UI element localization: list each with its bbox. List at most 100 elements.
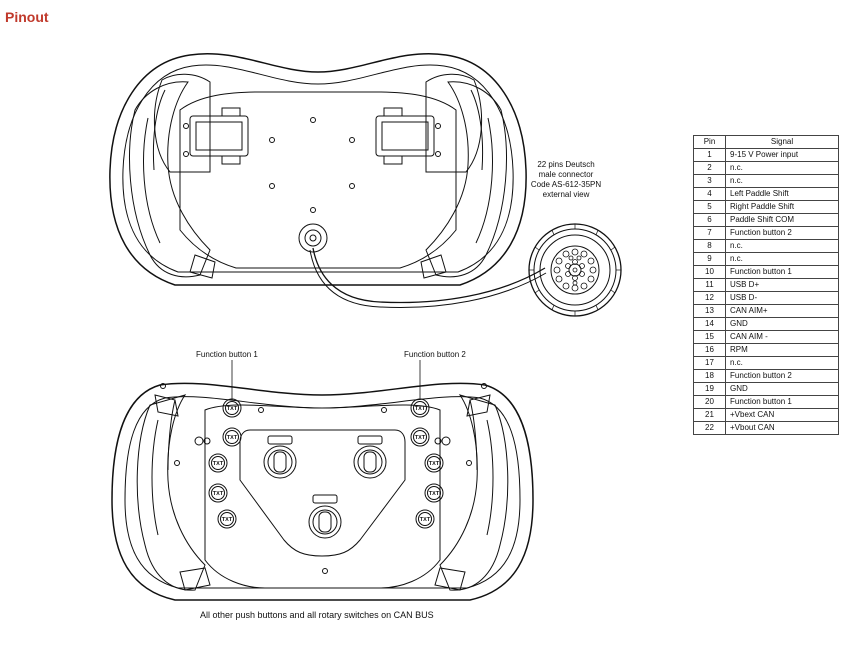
pin-number: 13 (693, 304, 726, 318)
pin-signal: CAN AIM+ (725, 304, 839, 318)
pin-signal: n.c. (725, 239, 839, 253)
pin-number: 18 (693, 369, 726, 383)
page-title: Pinout (5, 9, 49, 25)
connector-note: 22 pins Deutsch male connector Code AS-6… (516, 160, 616, 200)
pin-number: 3 (693, 174, 726, 188)
pin-number: 1 (693, 148, 726, 162)
pin-signal: n.c. (725, 161, 839, 175)
connector-note-line: male connector (538, 170, 594, 179)
pin-number: 7 (693, 226, 726, 240)
wheel-front-view (111, 382, 534, 601)
pin-signal: +Vbout CAN (725, 421, 839, 435)
pin-signal: Right Paddle Shift (725, 200, 839, 214)
pin-number: 12 (693, 291, 726, 305)
pin-number: 21 (693, 408, 726, 422)
table-row: 22+Vbout CAN (693, 421, 839, 435)
txt-label: TXT (415, 406, 426, 412)
pin-signal: n.c. (725, 252, 839, 266)
txt-button-right-3 (424, 453, 444, 473)
pin-number: 8 (693, 239, 726, 253)
pin-signal: GND (725, 382, 839, 396)
pin-number: 10 (693, 265, 726, 279)
pin-number: 15 (693, 330, 726, 344)
pin-number: 4 (693, 187, 726, 201)
txt-label: TXT (213, 461, 224, 467)
txt-label: TXT (429, 461, 440, 467)
pin-number: 9 (693, 252, 726, 266)
pin-number: 22 (693, 421, 726, 435)
pin-number: 14 (693, 317, 726, 331)
pin-signal: Left Paddle Shift (725, 187, 839, 201)
pin-signal: n.c. (725, 356, 839, 370)
txt-label: TXT (213, 491, 224, 497)
pin-number: 2 (693, 161, 726, 175)
pin-number: 11 (693, 278, 726, 292)
pin-signal: Function button 2 (725, 226, 839, 240)
column-header-pin: Pin (693, 135, 726, 149)
txt-button-right-2 (410, 427, 430, 447)
connector-note-line: Code AS-612-35PN (530, 180, 602, 189)
txt-button-left-3 (208, 453, 228, 473)
pin-signal: Paddle Shift COM (725, 213, 839, 227)
pin-signal: GND (725, 317, 839, 331)
pin-signal: Function button 2 (725, 369, 839, 383)
column-header-signal: Signal (725, 135, 839, 149)
pin-number: 19 (693, 382, 726, 396)
txt-button-left-1 (222, 398, 242, 418)
pin-signal: +Vbext CAN (725, 408, 839, 422)
pin-signal: n.c. (725, 174, 839, 188)
txt-button-left-2 (222, 427, 242, 447)
pin-signal: USB D- (725, 291, 839, 305)
txt-label: TXT (227, 435, 238, 441)
table-header-row: Pin Signal (693, 135, 839, 149)
txt-button-right-1 (410, 398, 430, 418)
pin-signal: Function button 1 (725, 265, 839, 279)
pin-number: 16 (693, 343, 726, 357)
function-button-2-label: Function button 2 (404, 350, 466, 359)
txt-button-right-5 (415, 509, 435, 529)
connector-note-line: 22 pins Deutsch (537, 160, 595, 169)
pin-signal: USB D+ (725, 278, 839, 292)
push-buttons (208, 398, 444, 529)
txt-button-right-4 (424, 483, 444, 503)
txt-button-left-5 (217, 509, 237, 529)
function-button-1-label: Function button 1 (196, 350, 258, 359)
txt-label: TXT (429, 491, 440, 497)
txt-label: TXT (420, 517, 431, 523)
pin-number: 17 (693, 356, 726, 370)
pin-signal: RPM (725, 343, 839, 357)
pin-number: 6 (693, 213, 726, 227)
deutsch-connector (528, 223, 622, 317)
txt-label: TXT (415, 435, 426, 441)
pin-number: 5 (693, 200, 726, 214)
pin-signal: Function button 1 (725, 395, 839, 409)
pin-signal: 9-15 V Power input (725, 148, 839, 162)
wheel-rear-view (109, 53, 547, 308)
txt-label: TXT (227, 406, 238, 412)
txt-button-left-4 (208, 483, 228, 503)
connector-note-line: external view (542, 190, 590, 199)
footer-note: All other push buttons and all rotary sw… (200, 610, 434, 620)
pin-number: 20 (693, 395, 726, 409)
